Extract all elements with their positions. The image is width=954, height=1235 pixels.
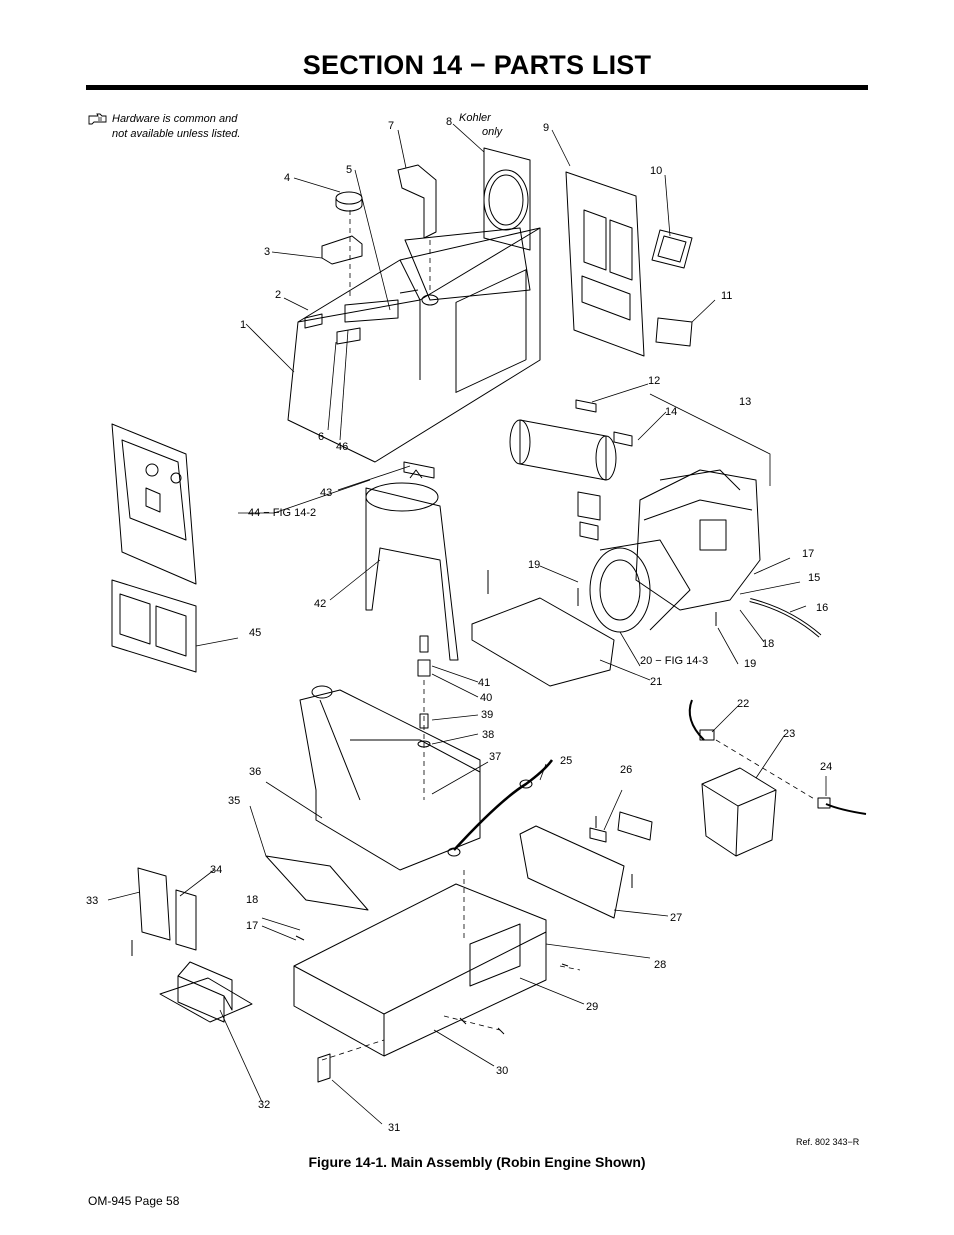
label-part xyxy=(655,317,693,347)
callout-24: 24 xyxy=(820,761,832,773)
cap-part xyxy=(335,191,363,212)
grommet-part xyxy=(317,1053,331,1083)
callout-2: 2 xyxy=(275,289,281,301)
circuit-board-part xyxy=(137,867,197,951)
callout-8-only: only xyxy=(482,126,504,138)
callout-8-kohler: Kohler xyxy=(459,112,492,124)
callout-18b: 18 xyxy=(246,894,258,906)
callout-26: 26 xyxy=(620,764,632,776)
callout-25: 25 xyxy=(560,755,572,767)
mounting-bracket-part xyxy=(265,855,369,911)
callout-19b: 19 xyxy=(744,658,756,670)
decal-parts xyxy=(304,299,399,345)
muffler-part xyxy=(509,399,633,481)
reference-number: Ref. 802 343−R xyxy=(796,1137,860,1147)
callout-labels: 1 2 3 4 5 6 7 8 Kohler only 9 10 11 12 1… xyxy=(86,112,832,1134)
callout-32: 32 xyxy=(258,1099,270,1111)
frame-upright-part xyxy=(365,469,459,661)
callout-31: 31 xyxy=(388,1122,400,1134)
callout-38: 38 xyxy=(482,729,494,741)
page-footer: OM-945 Page 58 xyxy=(88,1194,180,1208)
gasket-part xyxy=(651,229,693,269)
callout-20: 20 − FIG 14-3 xyxy=(640,655,708,667)
top-cover-part xyxy=(287,227,541,463)
transformer-part xyxy=(159,961,253,1023)
fastener-stack-part xyxy=(417,635,431,748)
engine-part xyxy=(577,469,761,633)
callout-23: 23 xyxy=(783,728,795,740)
callout-30: 30 xyxy=(496,1065,508,1077)
callout-46: 46 xyxy=(336,441,348,453)
callout-10: 10 xyxy=(650,165,662,177)
callout-34: 34 xyxy=(210,864,222,876)
callout-29: 29 xyxy=(586,1001,598,1013)
callout-7: 7 xyxy=(388,120,394,132)
electrical-plate-part xyxy=(519,825,625,919)
callout-17b: 17 xyxy=(246,920,258,932)
battery-cable-part xyxy=(688,699,705,741)
callout-13: 13 xyxy=(739,396,751,408)
base-plate-part xyxy=(471,597,615,687)
battery-part xyxy=(701,767,777,857)
callout-22: 22 xyxy=(737,698,749,710)
callout-42: 42 xyxy=(314,598,326,610)
figure-caption: Figure 14-1. Main Assembly (Robin Engine… xyxy=(308,1154,646,1170)
callout-18: 18 xyxy=(762,638,774,650)
small-bracket-part xyxy=(403,461,435,479)
kohler-ring-part xyxy=(483,147,531,251)
callout-15: 15 xyxy=(808,572,820,584)
louvered-panel-part xyxy=(111,579,197,673)
callout-28: 28 xyxy=(654,959,666,971)
bracket-part xyxy=(321,235,363,265)
page-title: SECTION 14 − PARTS LIST xyxy=(302,50,652,80)
side-panel-part xyxy=(565,171,645,357)
callout-1: 1 xyxy=(240,319,246,331)
callout-41: 41 xyxy=(478,677,490,689)
callout-16: 16 xyxy=(816,602,828,614)
callout-27: 27 xyxy=(670,912,682,924)
note-line-2: not available unless listed. xyxy=(112,128,241,140)
callout-9: 9 xyxy=(543,122,549,134)
callout-40: 40 xyxy=(480,692,492,704)
callout-43: 43 xyxy=(320,487,332,499)
leader-lines xyxy=(107,123,827,1125)
callout-3: 3 xyxy=(264,246,270,258)
alignment-lines xyxy=(321,210,817,1061)
callout-8: 8 xyxy=(446,116,452,128)
callout-35: 35 xyxy=(228,795,240,807)
callout-33: 33 xyxy=(86,895,98,907)
callout-5: 5 xyxy=(346,164,352,176)
base-frame-part xyxy=(293,883,547,1057)
hose-part xyxy=(749,598,822,638)
callout-19a: 19 xyxy=(528,559,540,571)
label-small-part xyxy=(617,811,653,841)
exhaust-pipe-part xyxy=(397,164,437,239)
callout-21: 21 xyxy=(650,676,662,688)
fuel-tank-part xyxy=(299,685,481,871)
screws xyxy=(131,570,717,1035)
battery-cable-2-part xyxy=(825,803,867,815)
callout-36: 36 xyxy=(249,766,261,778)
ground-cable-part xyxy=(453,759,554,851)
callout-14: 14 xyxy=(665,406,677,418)
callout-37: 37 xyxy=(489,751,501,763)
callout-12: 12 xyxy=(648,375,660,387)
front-panel-part xyxy=(111,423,197,585)
callout-4: 4 xyxy=(284,172,290,184)
callout-11: 11 xyxy=(721,290,732,302)
callout-17: 17 xyxy=(802,548,814,560)
callout-6: 6 xyxy=(318,431,324,443)
callout-44: 44 − FIG 14-2 xyxy=(248,507,316,519)
fuse-part xyxy=(589,827,607,843)
callout-45: 45 xyxy=(249,627,261,639)
note-line-1: Hardware is common and xyxy=(112,113,238,125)
callout-39: 39 xyxy=(481,709,493,721)
title-rule xyxy=(86,85,868,90)
pointing-hand-icon xyxy=(88,113,107,125)
